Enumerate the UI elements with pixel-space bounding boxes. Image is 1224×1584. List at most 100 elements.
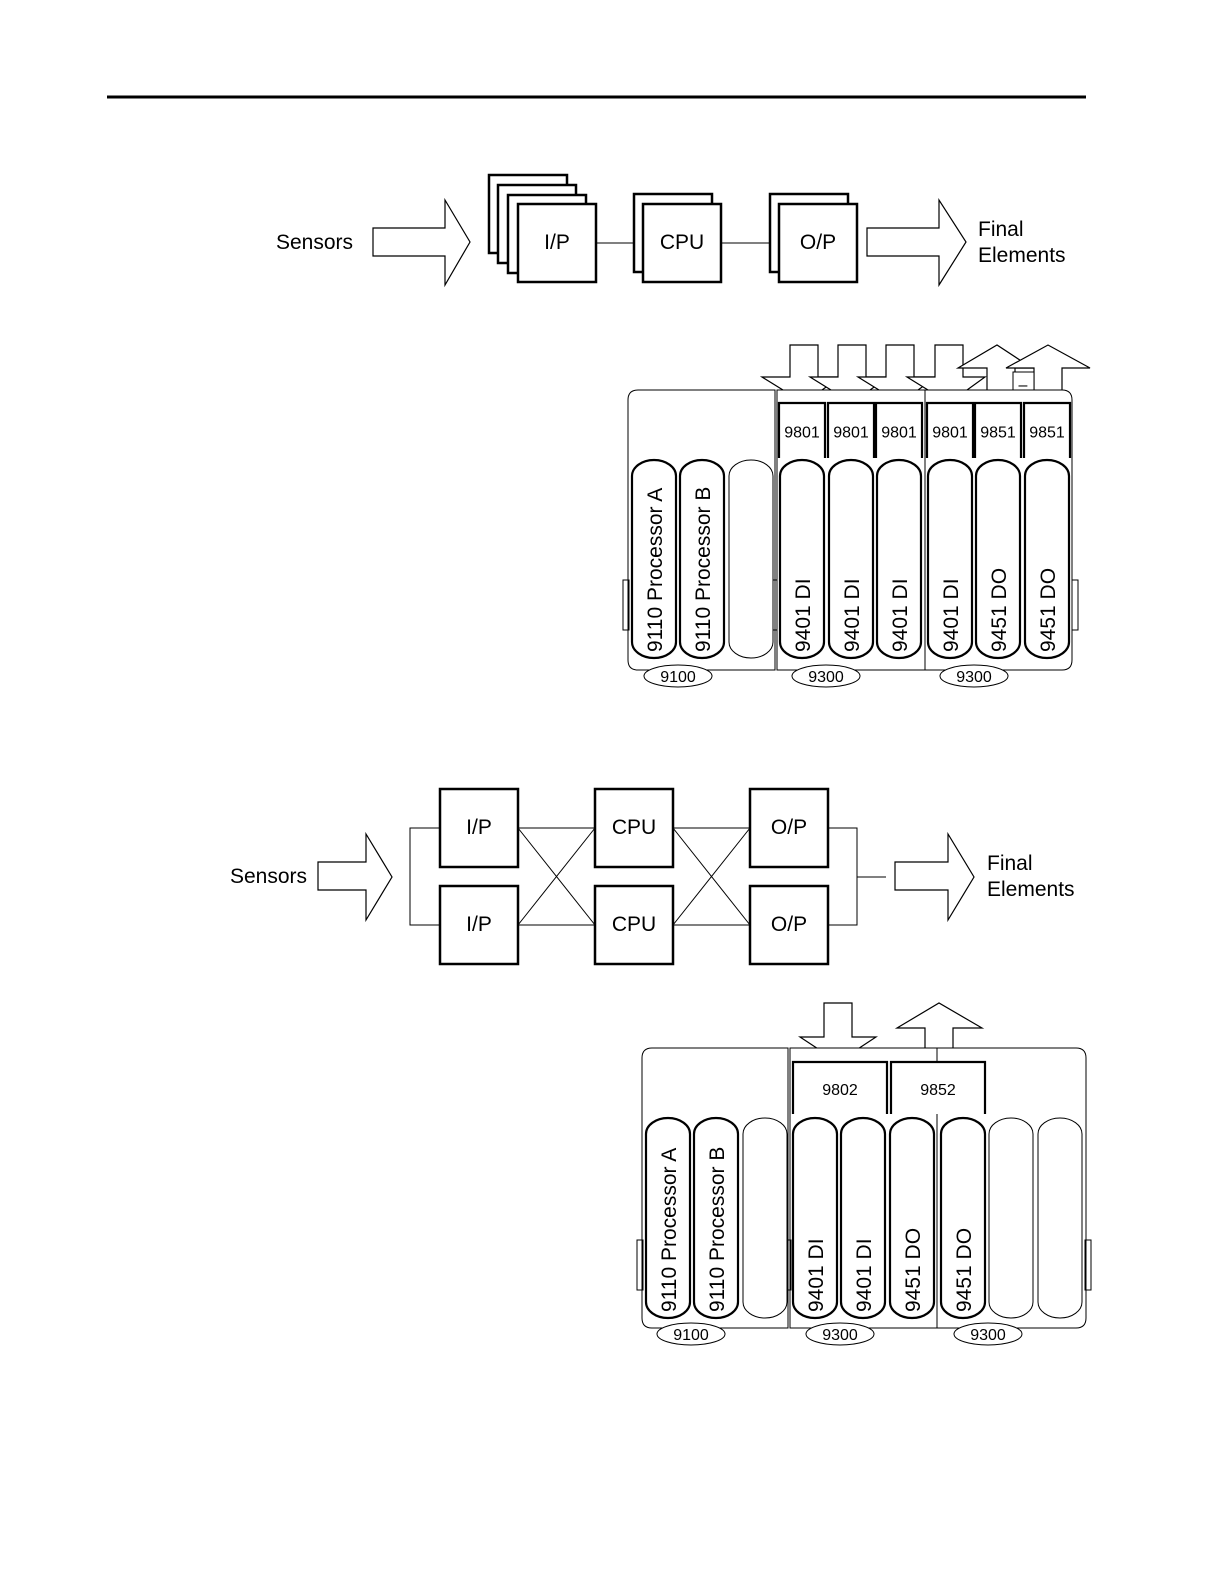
redundant-block-diagram: Sensors I/P I/P CPU CPU O/P O/P Final El… xyxy=(230,787,1075,966)
final-label-line2: Elements xyxy=(978,244,1066,267)
module-label: 9401 DI xyxy=(792,578,815,652)
chassis-label-oval xyxy=(939,664,1009,688)
input-module-top xyxy=(438,787,520,869)
module-label: 9451 DO xyxy=(1037,568,1060,652)
module-slot xyxy=(974,458,1022,660)
output-label: O/P xyxy=(800,231,836,254)
module-label: 9401 DI xyxy=(940,578,963,652)
chassis-label: 9300 xyxy=(956,669,992,686)
termination-label: 9801 xyxy=(784,425,820,442)
module-label: 9401 DI xyxy=(853,1238,876,1312)
module-label: 9110 Processor A xyxy=(644,488,667,652)
module-slots-2: 9110 Processor A 9110 Processor B 9401 DI 9… xyxy=(644,1116,1083,1320)
module-slot xyxy=(926,458,974,660)
module-slot xyxy=(678,458,726,660)
empty-slot xyxy=(742,1117,788,1319)
module-slot xyxy=(778,458,826,660)
sensors-label-2: Sensors xyxy=(230,865,307,888)
cpu-label-top: CPU xyxy=(612,816,656,839)
termination-panel xyxy=(1022,401,1072,458)
module-label: 9401 DI xyxy=(805,1238,828,1312)
sensors-arrow-2 xyxy=(317,831,393,923)
module-slot xyxy=(839,1116,887,1320)
termination-panel xyxy=(791,1060,889,1114)
chassis-label: 9100 xyxy=(673,1327,709,1344)
module-slot xyxy=(791,1116,839,1320)
output-module-bottom xyxy=(748,884,830,966)
chassis-label-oval xyxy=(656,1322,726,1346)
termination-panel xyxy=(777,401,827,458)
module-label: 9110 Processor A xyxy=(658,1148,681,1312)
module-slot xyxy=(939,1116,987,1320)
cpu-module-stack: CPU xyxy=(632,192,723,284)
input-module-bottom xyxy=(438,884,520,966)
chassis-label-oval xyxy=(805,1322,875,1346)
final-elements-arrow-2 xyxy=(894,831,975,923)
sensors-arrow xyxy=(372,197,471,288)
module-slot xyxy=(888,1116,936,1320)
empty-slot xyxy=(728,459,774,659)
cpu-label: CPU xyxy=(660,231,704,254)
termination-label: 9851 xyxy=(980,425,1016,442)
module-slot xyxy=(630,458,678,660)
chassis-label-oval xyxy=(643,664,713,688)
termination-panel xyxy=(973,401,1023,458)
termination-label: 9801 xyxy=(881,425,917,442)
final-elements-arrow xyxy=(866,197,967,288)
termination-panel xyxy=(874,401,924,458)
output-module-top xyxy=(748,787,830,869)
termination-label: 9802 xyxy=(822,1082,858,1099)
module-label: 9401 DI xyxy=(889,578,912,652)
empty-slot xyxy=(988,1117,1034,1319)
cpu-label-bottom: CPU xyxy=(612,913,656,936)
output-label-top: O/P xyxy=(771,816,807,839)
chassis-label: 9300 xyxy=(808,669,844,686)
chassis-label-oval xyxy=(791,664,861,688)
module-slot xyxy=(644,1116,692,1320)
termination-panels-2: 9802 9852 xyxy=(791,1060,987,1114)
module-slots: 9110 Processor A 9110 Processor B 9401 DI 9… xyxy=(630,458,1071,660)
output-arrows: – xyxy=(955,344,1091,404)
termination-label: 9801 xyxy=(833,425,869,442)
module-label: 9110 Processor B xyxy=(706,1147,729,1312)
final-label-2-line1: Final xyxy=(987,852,1033,875)
simplex-block-diagram: Sensors I/P CPU O/P Final Elements xyxy=(276,173,1066,288)
output-module-stack: O/P xyxy=(768,192,859,284)
chassis-label-oval xyxy=(953,1322,1023,1346)
module-label: 9401 DI xyxy=(841,578,864,652)
cpu-module-top xyxy=(593,787,675,869)
module-slot xyxy=(1023,458,1071,660)
final-label-line1: Final xyxy=(978,218,1024,241)
termination-label: 9852 xyxy=(920,1082,956,1099)
input-arrows xyxy=(759,344,987,404)
module-label: 9451 DO xyxy=(988,568,1011,652)
chassis-label: 9300 xyxy=(822,1327,858,1344)
input-label: I/P xyxy=(544,231,570,254)
chassis-labels-2: 9100 9300 9300 xyxy=(656,1322,1023,1346)
chassis-label: 9100 xyxy=(660,669,696,686)
empty-slot xyxy=(1037,1117,1083,1319)
output-label-bottom: O/P xyxy=(771,913,807,936)
chassis-layout-2: 9110 Processor A 9110 Processor B 9401 DI 9… xyxy=(636,1002,1092,1346)
chassis-label: 9300 xyxy=(970,1327,1006,1344)
module-label: 9451 DO xyxy=(953,1228,976,1312)
minus-sign: – xyxy=(1019,377,1028,394)
termination-panel xyxy=(925,401,975,458)
module-slot xyxy=(692,1116,740,1320)
input-module-stack: I/P xyxy=(487,173,598,284)
module-slot xyxy=(875,458,923,660)
termination-label: 9851 xyxy=(1029,425,1065,442)
sensors-label: Sensors xyxy=(276,231,353,254)
chassis-labels: 9100 9300 9300 xyxy=(643,664,1009,688)
termination-label: 9801 xyxy=(932,425,968,442)
input-label-bottom: I/P xyxy=(466,913,492,936)
input-label-top: I/P xyxy=(466,816,492,839)
termination-panel xyxy=(889,1060,987,1114)
final-label-2-line2: Elements xyxy=(987,878,1075,901)
module-label: 9110 Processor B xyxy=(692,487,715,652)
termination-panels: 9801 9801 9801 9801 9851 9851 xyxy=(777,401,1072,458)
chassis-layout-1: – 9110 Processor A 9110 Processor B 9401 D… xyxy=(622,344,1091,688)
module-slot xyxy=(827,458,875,660)
